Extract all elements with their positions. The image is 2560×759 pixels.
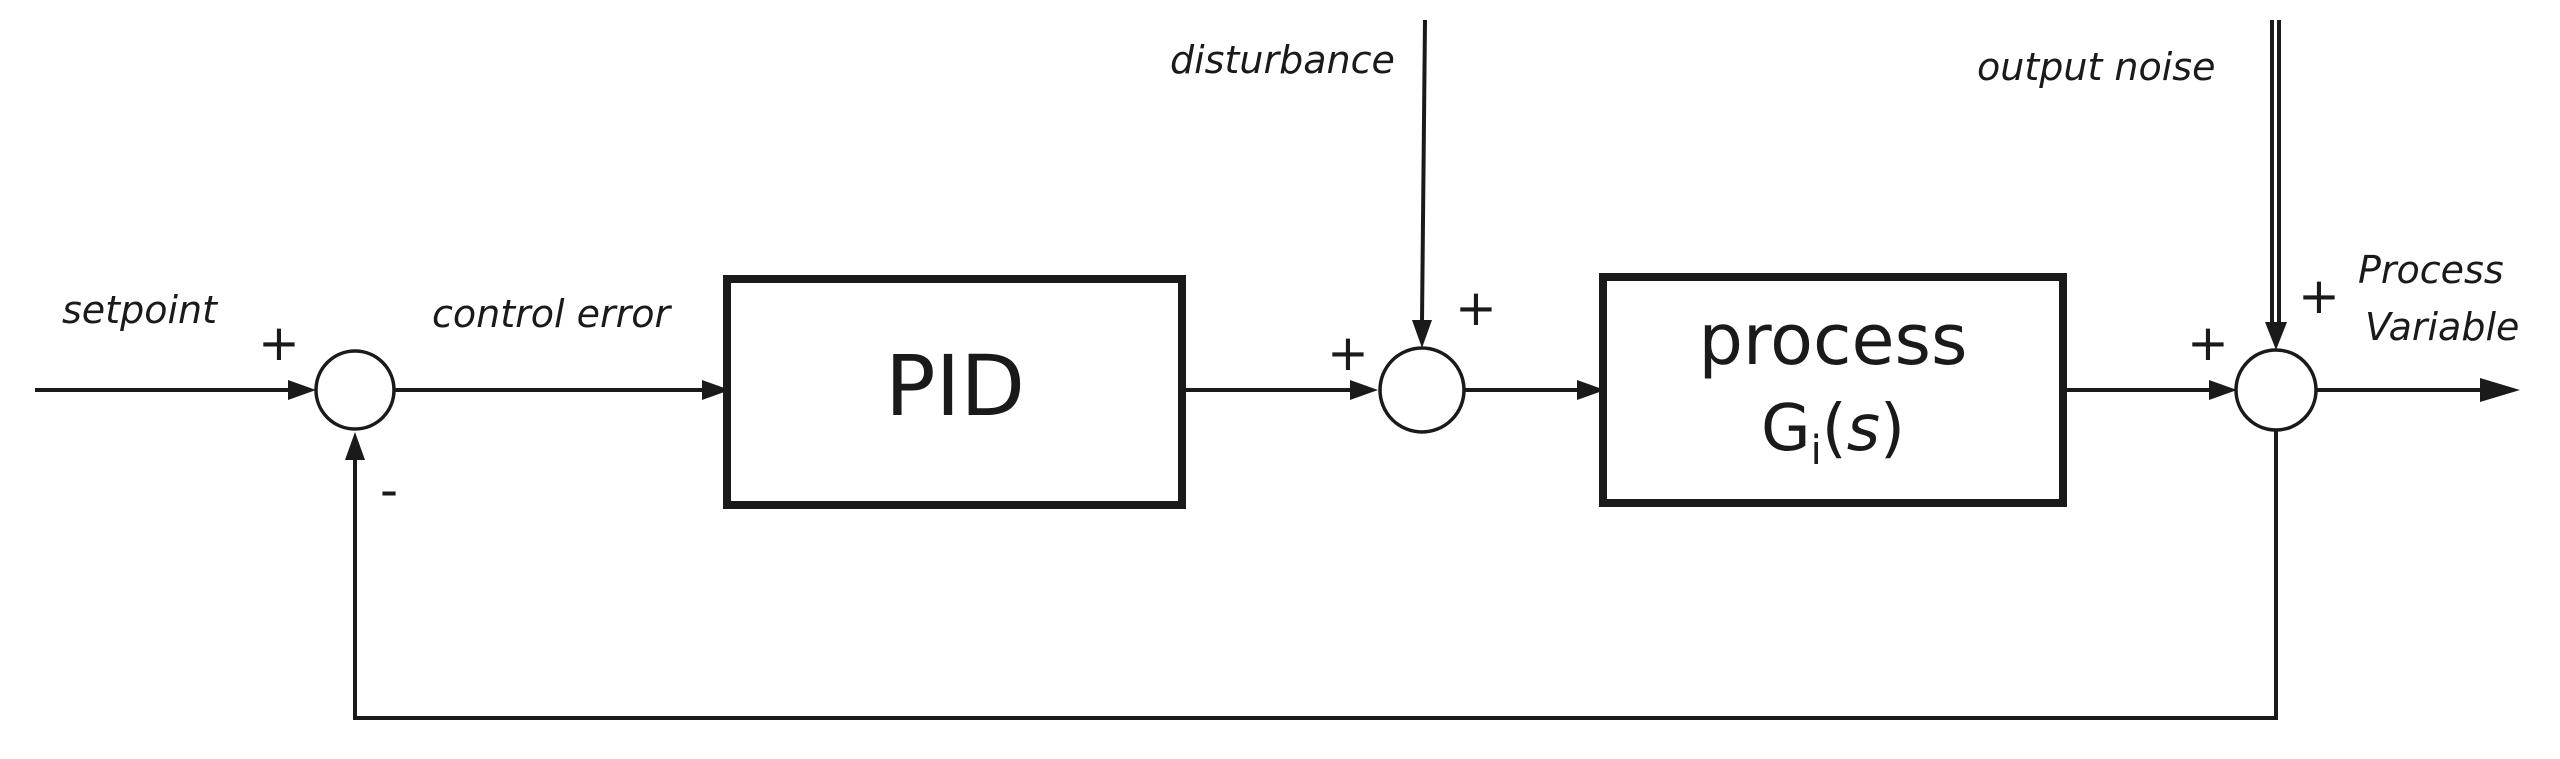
sum3-process-sign: + [2187, 314, 2229, 372]
process-transfer-function: Gi(s) [1761, 392, 1905, 474]
process-variable-arrowhead [2480, 378, 2520, 402]
control-error-arrowhead [702, 380, 730, 400]
process-output-arrowhead [2209, 380, 2237, 400]
tf-open-paren: ( [1822, 392, 1847, 466]
output-noise-arrowhead [2265, 322, 2287, 350]
summing-junction-disturbance [1378, 346, 1466, 434]
disturbance-signal-line [1420, 19, 1427, 323]
summing-junction-noise [2234, 348, 2318, 432]
tf-close-paren: ) [1880, 392, 1905, 466]
disturbance-arrowhead [1412, 320, 1432, 348]
output-noise-label: output noise [1977, 45, 2215, 89]
feedback-path-line [353, 430, 2278, 720]
sum2-pid-sign: + [1327, 324, 1369, 382]
tf-variable: s [1847, 392, 1880, 466]
tf-subscript: i [1811, 428, 1822, 474]
tf-main-symbol: G [1761, 392, 1811, 466]
pid-controller-block [723, 275, 1186, 509]
process-variable-label-line1: Process [2358, 248, 2504, 292]
disturbance-label: disturbance [1170, 38, 1395, 82]
setpoint-arrowhead [288, 380, 316, 400]
summing-junction-error [314, 349, 396, 431]
control-error-label: control error [432, 292, 673, 336]
pid-block-label: PID [885, 337, 1025, 435]
process-variable-label-line2: Variable [2365, 305, 2519, 349]
sum1-feedback-sign: - [380, 461, 398, 519]
sum3-noise-sign: + [2298, 267, 2340, 325]
feedback-arrowhead [345, 432, 365, 460]
process-block-title: process [1699, 299, 1968, 381]
controller-output-arrowhead [1350, 380, 1378, 400]
process-block [1599, 273, 2067, 507]
sum1-setpoint-sign: + [258, 314, 300, 372]
process-input-arrowhead [1577, 380, 1605, 400]
setpoint-label: setpoint [62, 288, 219, 332]
sum2-disturbance-sign: + [1455, 279, 1497, 337]
